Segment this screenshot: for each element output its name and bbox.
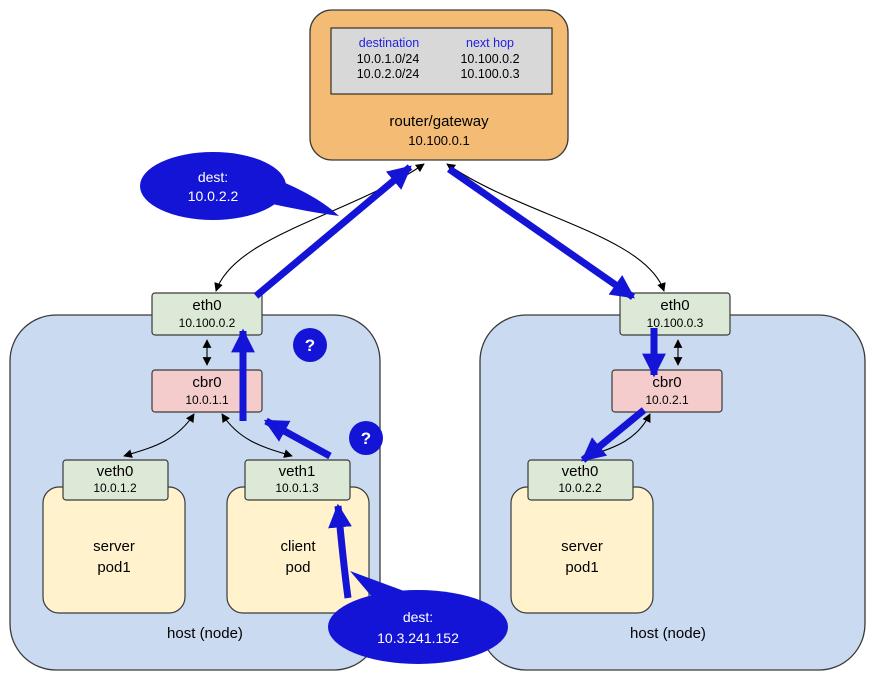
routing-table (330, 27, 553, 95)
veth0-left-box (62, 459, 169, 501)
eth0-left-box (151, 292, 263, 336)
callout-dest-left-line1: dest: (198, 169, 228, 185)
flow-arrow-cbr0-to-veth0-right (580, 407, 647, 463)
callout-dest-left-line2: 10.0.2.2 (188, 188, 239, 204)
question-icon: ? (305, 336, 315, 355)
callout-dest-left-bubble (140, 152, 286, 220)
veth1-left-name: veth1 (279, 463, 316, 480)
cbr0-right-ip: 10.0.2.1 (645, 393, 689, 407)
routing-table-header-next-hop: next hop (466, 36, 514, 50)
veth0-right-ip: 10.0.2.2 (558, 481, 602, 495)
eth0-left-name: eth0 (192, 297, 221, 314)
client-pod-label-line1: client (280, 538, 316, 555)
routing-table-row1-next-hop: 10.100.0.3 (460, 67, 519, 81)
server-pod1-right-label-line2: pod1 (565, 559, 598, 576)
flow-arrow-veth1-to-cbr0 (263, 417, 332, 460)
question-badge-eth0-circle (293, 328, 327, 362)
client-pod-label-line2: pod (285, 559, 310, 576)
connector-eth0-right-to-router (446, 163, 666, 292)
veth1-left: veth1 10.0.1.3 (244, 459, 351, 501)
question-badge-eth0: ? (293, 328, 327, 362)
callout-dest-bottom-bubble (328, 590, 508, 664)
callout-dest-bottom: dest: 10.3.241.152 (328, 571, 508, 664)
host-node-right-label: host (node) (630, 625, 706, 642)
router-gateway: destination next hop 10.0.1.0/24 10.100.… (309, 9, 569, 161)
cbr0-left-box (151, 369, 263, 413)
cbr0-left-ip: 10.0.1.1 (185, 393, 229, 407)
routing-table-header-destination: destination (359, 36, 420, 50)
cbr0-right: cbr0 10.0.2.1 (611, 369, 723, 413)
server-pod1-left-label-line1: server (93, 538, 135, 555)
question-icon: ? (361, 429, 371, 448)
connector-cbr0-veth1-left (221, 413, 293, 458)
cbr0-left: cbr0 10.0.1.1 (151, 369, 263, 413)
eth0-left: eth0 10.100.0.2 (151, 292, 263, 336)
server-pod1-right-label-line1: server (561, 538, 603, 555)
cbr0-left-name: cbr0 (192, 374, 221, 391)
host-node-left-label: host (node) (167, 625, 243, 642)
eth0-left-ip: 10.100.0.2 (179, 316, 236, 330)
eth0-right-ip: 10.100.0.3 (647, 316, 704, 330)
callout-dest-bottom-line1: dest: (403, 609, 433, 625)
veth0-right: veth0 10.0.2.2 (527, 459, 634, 501)
question-badge-veth1: ? (349, 421, 383, 455)
server-pod1-left-label-line2: pod1 (97, 559, 130, 576)
connector-cbr0-veth0-left (123, 413, 195, 458)
eth0-right-box (619, 292, 731, 336)
routing-table-row0-destination: 10.0.1.0/24 (357, 52, 420, 66)
flow-arrow-client-to-veth1 (328, 503, 352, 599)
veth0-right-name: veth0 (562, 463, 599, 480)
callout-dest-left: dest: 10.0.2.2 (140, 152, 339, 220)
flow-arrow-eth0-left-to-router (253, 164, 413, 299)
eth0-right-name: eth0 (660, 297, 689, 314)
question-badge-veth1-circle (349, 421, 383, 455)
routing-table-row0-next-hop: 10.100.0.2 (460, 52, 519, 66)
router-ip: 10.100.0.1 (408, 133, 469, 148)
veth0-left-ip: 10.0.1.2 (93, 481, 137, 495)
veth1-left-box (244, 459, 351, 501)
veth0-right-box (527, 459, 634, 501)
veth1-left-ip: 10.0.1.3 (275, 481, 319, 495)
router-title: router/gateway (389, 113, 489, 130)
cbr0-right-name: cbr0 (652, 374, 681, 391)
veth0-left-name: veth0 (97, 463, 134, 480)
flow-arrow-router-to-eth0-right (447, 166, 635, 300)
routing-table-row1-destination: 10.0.2.0/24 (357, 67, 420, 81)
cbr0-right-box (611, 369, 723, 413)
veth0-left: veth0 10.0.1.2 (62, 459, 169, 501)
eth0-right: eth0 10.100.0.3 (619, 292, 731, 336)
callout-dest-bottom-line2: 10.3.241.152 (377, 630, 459, 646)
